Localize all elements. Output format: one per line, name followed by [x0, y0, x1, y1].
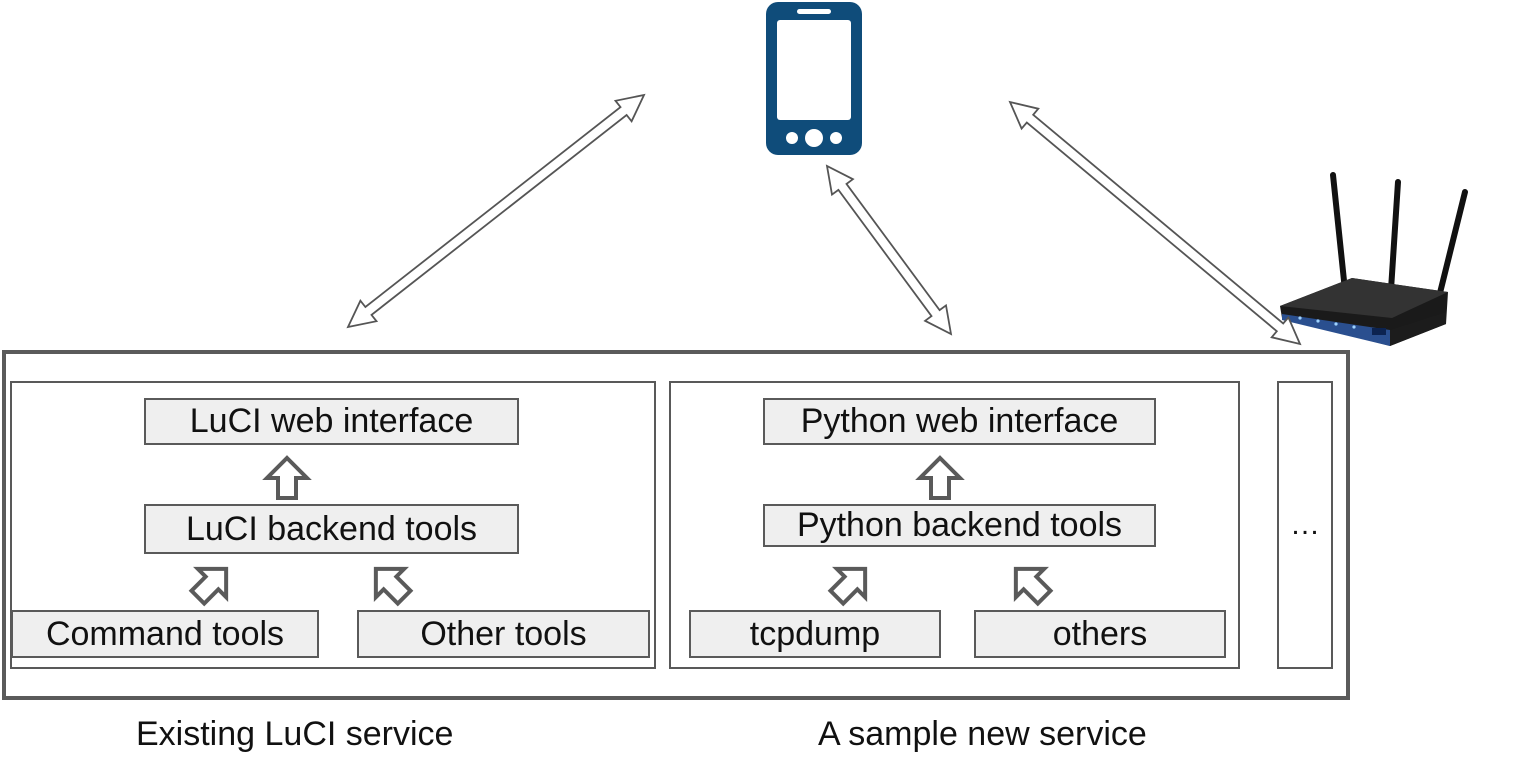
phone-to-luci-arrow	[346, 93, 646, 329]
smartphone-icon	[766, 2, 862, 155]
wifi-router-icon	[1280, 172, 1468, 346]
others-box: others	[974, 610, 1226, 658]
tcpdump-box: tcpdump	[689, 610, 941, 658]
router-services-frame	[2, 350, 1350, 700]
command-tools-box: Command tools	[11, 610, 319, 658]
luci-backend-tools-box: LuCI backend tools	[144, 504, 519, 554]
phone-to-router-arrow	[1008, 100, 1302, 346]
sample-service-caption: A sample new service	[818, 715, 1147, 753]
luci-web-interface-box: LuCI web interface	[144, 398, 519, 445]
phone-to-python-arrow	[825, 164, 953, 336]
existing-service-caption: Existing LuCI service	[136, 715, 454, 753]
other-tools-box: Other tools	[357, 610, 650, 658]
more-services-panel: …	[1277, 381, 1333, 669]
python-web-interface-box: Python web interface	[763, 398, 1156, 445]
python-backend-tools-box: Python backend tools	[763, 504, 1156, 547]
